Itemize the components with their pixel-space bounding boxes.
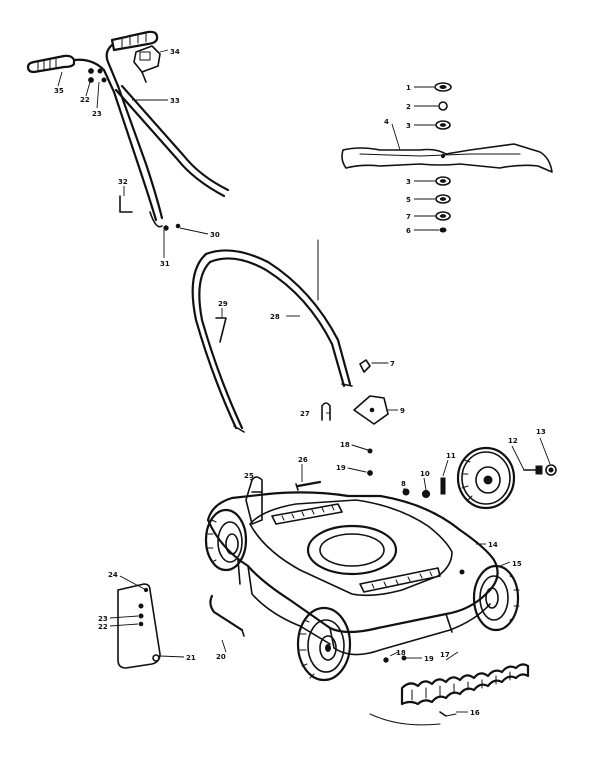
callout-11: 11 [446,452,456,460]
callout-18: 18 [340,441,350,449]
mower-deck [204,476,520,682]
callout-20: 20 [216,653,226,661]
lower-handle [191,249,389,433]
callout-9: 9 [400,407,405,415]
callout-30: 30 [210,231,220,239]
callout-33: 33 [170,97,180,105]
callout-7-lower: 7 [390,360,395,368]
blade-hardware [317,82,553,301]
callout-19-lower: 19 [424,655,434,663]
callout-27: 27 [300,410,310,418]
callout-23: 23 [92,110,102,118]
callout-35: 35 [54,87,64,95]
callout-16: 16 [470,709,480,717]
upper-handle [26,30,230,231]
callout-19: 19 [336,464,346,472]
rear-flap [117,583,245,669]
callout-3-lower: 3 [406,178,411,186]
leader-lines [57,49,551,713]
callout-23-flap: 23 [98,615,108,623]
callout-25: 25 [244,472,254,480]
callout-5: 5 [406,196,411,204]
callout-13: 13 [536,428,546,436]
callout-18-lower: 18 [396,649,406,657]
callout-8: 8 [401,480,406,488]
callout-26: 26 [298,456,308,464]
callout-1: 1 [406,84,411,92]
callout-3: 3 [406,122,411,130]
callout-6: 6 [406,227,411,235]
callout-32: 32 [118,178,128,186]
callout-17: 17 [440,651,450,659]
callout-29: 29 [218,300,228,308]
callout-10: 10 [420,470,430,478]
callout-2: 2 [406,103,411,111]
callout-4: 4 [384,118,389,126]
callout-24: 24 [108,571,118,579]
callout-12: 12 [508,437,518,445]
rear-wheel-detached [456,446,516,510]
grass-deflector [369,655,530,726]
callout-34: 34 [170,48,180,56]
callout-31: 31 [160,260,170,268]
callout-28: 28 [270,313,280,321]
callout-22: 22 [80,96,90,104]
callout-21: 21 [186,654,196,662]
callout-15: 15 [512,560,522,568]
callout-7-upper: 7 [406,213,411,221]
callout-labels: 1 2 3 4 3 5 7 6 34 35 22 23 33 32 30 31 … [54,48,546,717]
callout-22-flap: 22 [98,623,108,631]
fasteners [295,444,557,499]
callout-14: 14 [488,541,498,549]
